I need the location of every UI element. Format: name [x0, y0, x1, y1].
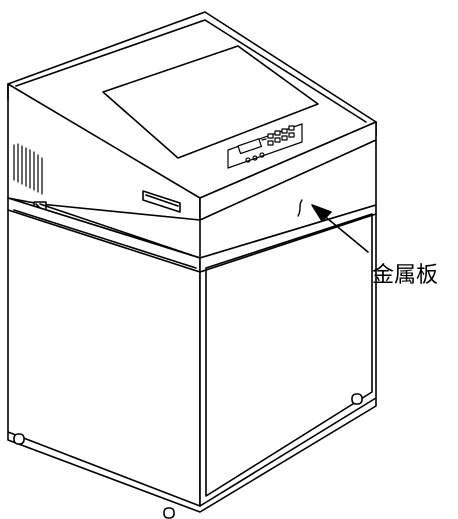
arrowhead	[311, 204, 332, 222]
cabinet-stand	[7, 197, 377, 513]
callout-arrow	[311, 204, 369, 253]
paper-slot	[142, 190, 181, 213]
top-window	[102, 45, 319, 159]
caster-right	[351, 393, 363, 405]
callout-label-metal-plate: 金属板	[372, 263, 438, 288]
caster-front	[163, 507, 175, 519]
metal-plate	[297, 199, 303, 217]
control-panel	[227, 123, 303, 169]
printer-left-side	[7, 83, 201, 221]
vent-grille	[13, 143, 43, 195]
caster-left	[13, 433, 25, 445]
